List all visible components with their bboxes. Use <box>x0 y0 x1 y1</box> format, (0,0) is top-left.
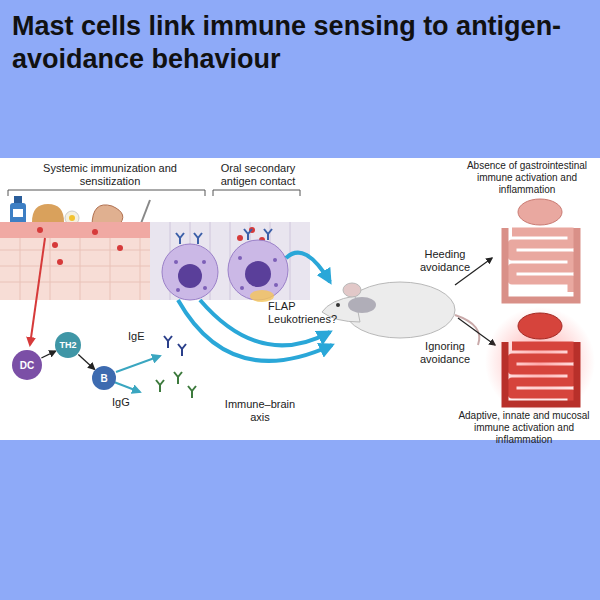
annotation-label: IgE <box>128 330 158 343</box>
annotation-label: Absence of gastrointestinal immune activ… <box>458 160 596 196</box>
annotation-label: Ignoring avoidance <box>414 340 476 366</box>
cell-label: B <box>100 373 107 384</box>
annotation-label: Adaptive, innate and mucosal immune acti… <box>452 410 596 446</box>
annotation-label: Oral secondary antigen contact <box>212 162 304 188</box>
annotation-label: Immune–brain axis <box>215 398 305 424</box>
annotation-label: FLAP Leukotrienes? <box>268 300 340 326</box>
cell-node: TH2 <box>55 332 81 358</box>
annotation-label: Heeding avoidance <box>414 248 476 274</box>
title: Mast cells link immune sensing to antige… <box>12 10 582 76</box>
cell-node: B <box>92 366 116 390</box>
arrow-connector <box>78 354 94 369</box>
cell-label: TH2 <box>59 340 76 350</box>
cell-node: DC <box>12 350 42 380</box>
annotation-label: IgG <box>112 396 142 409</box>
arrow-connector <box>41 351 55 358</box>
annotation-label: Systemic immunization and sensitization <box>20 162 200 188</box>
cell-label: DC <box>20 360 34 371</box>
